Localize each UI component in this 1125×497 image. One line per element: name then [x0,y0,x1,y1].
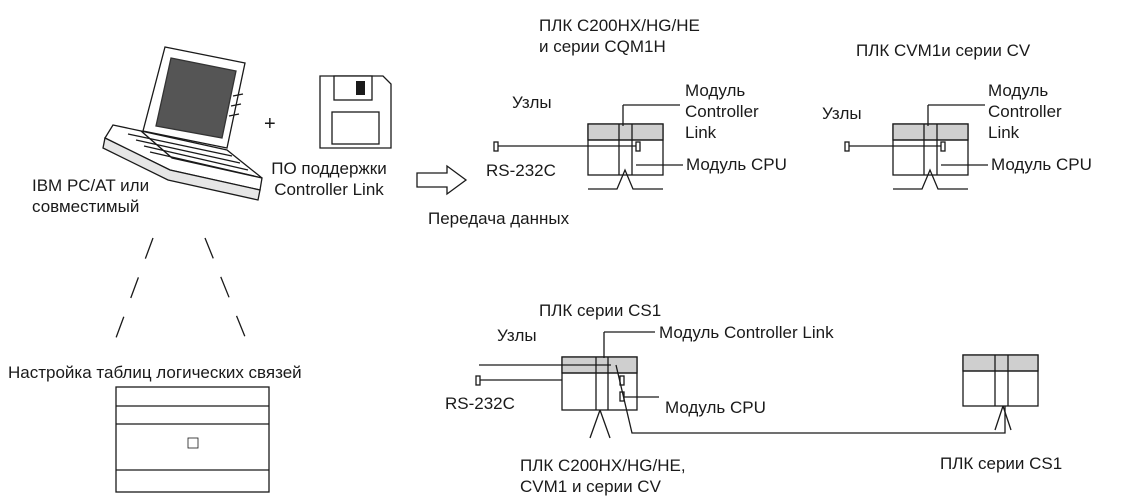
plc-cs1-right-unit [962,354,1039,431]
laptop-icon [102,46,263,201]
nodes-label-2: Узлы [822,104,862,123]
plc-cs1-left-unit [475,331,1006,439]
pc-label: IBM PC/AT или совместимый [32,175,149,217]
link-table-setup-label: Настройка таблиц логических связей [8,363,302,382]
link-table-box [115,386,270,493]
cpu-module-label-1: Модуль CPU [686,155,787,174]
cl-module-label-2-line-3: Link [988,123,1020,142]
cpu-module-label-3: Модуль CPU [665,398,766,417]
bottom-left-plc-title: ПЛК C200HX/HG/HE, CVM1 и серии CV [520,455,686,497]
plus-sign: + [264,113,276,135]
bottom-left-plc-title-line-2: CVM1 и серии CV [520,477,661,496]
plc-cvm1-title: ПЛК CVM1и серии CV [856,41,1031,60]
data-transfer-arrow [416,164,468,196]
pc-label-line-1: IBM PC/AT или [32,176,150,195]
cl-module-label-1-line-2: Controller [685,102,759,121]
cl-module-label-2: Модуль Controller Link [988,80,1062,143]
plc-cvm1-unit [844,104,988,190]
dashed-connection-lines [109,237,253,355]
cl-module-label-2-line-1: Модуль [988,81,1049,100]
cl-module-label-1-line-3: Link [685,123,717,142]
cl-module-label-2-line-2: Controller [988,102,1062,121]
software-label: ПО поддержки Controller Link [270,158,388,200]
cpu-module-label-2: Модуль CPU [991,155,1092,174]
plc-c200hx-unit [493,104,683,190]
plc-c200hx-title-line-2: и серии CQM1H [539,37,666,56]
cl-module-label-1-line-1: Модуль [685,81,746,100]
plc-cs1-top-title: ПЛК серии CS1 [539,301,662,320]
plc-c200hx-title: ПЛК C200HX/HG/HE и серии CQM1H [539,15,700,57]
bottom-left-plc-title-line-1: ПЛК C200HX/HG/HE, [520,456,686,475]
nodes-label-1: Узлы [512,93,552,112]
bottom-right-plc-title: ПЛК серии CS1 [940,454,1063,473]
cl-module-label-1: Модуль Controller Link [685,80,759,143]
software-label-line-2: Controller Link [274,180,384,199]
cl-module-full-label: Модуль Controller Link [659,323,834,342]
nodes-label-3: Узлы [497,326,537,345]
rs232c-label-2: RS-232C [445,394,515,413]
rs232c-label-1: RS-232C [486,161,556,180]
plc-c200hx-title-line-1: ПЛК C200HX/HG/HE [539,16,700,35]
pc-label-line-2: совместимый [32,197,140,216]
floppy-disk-icon [319,75,392,149]
software-label-line-1: ПО поддержки [271,159,387,178]
transfer-label: Передача данных [428,209,570,228]
